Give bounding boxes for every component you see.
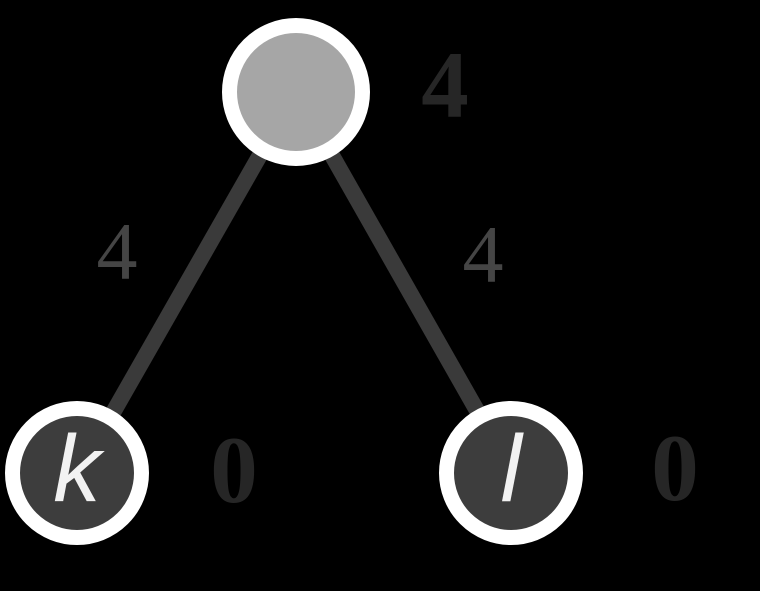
node-root-value-label: 4 <box>421 31 469 138</box>
edge-root-k-weight-label: 4 <box>96 206 138 297</box>
node-k-value-label: 0 <box>210 416 258 523</box>
node-k: k <box>5 401 149 545</box>
node-root <box>222 18 370 166</box>
node-k-letter: k <box>53 415 101 522</box>
node-l-value-label: 0 <box>651 414 699 521</box>
edge-root-l-weight-label: 4 <box>462 209 504 300</box>
node-l: l <box>439 401 583 545</box>
node-l-letter: l <box>500 415 522 522</box>
